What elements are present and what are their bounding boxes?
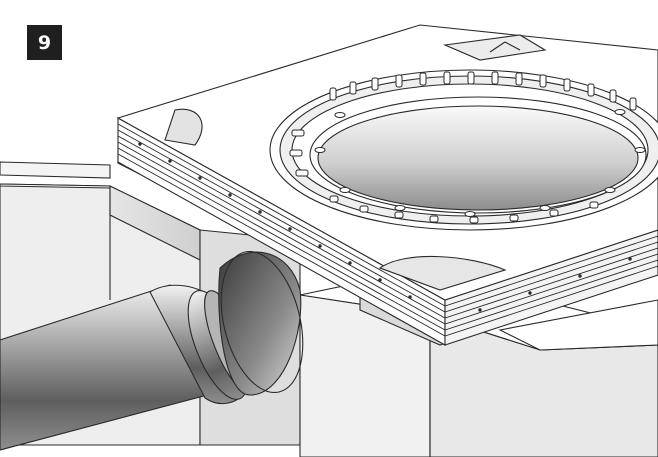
step-number-badge: 9 <box>27 25 62 60</box>
circular-grate <box>269 69 658 231</box>
pipe <box>0 250 304 451</box>
